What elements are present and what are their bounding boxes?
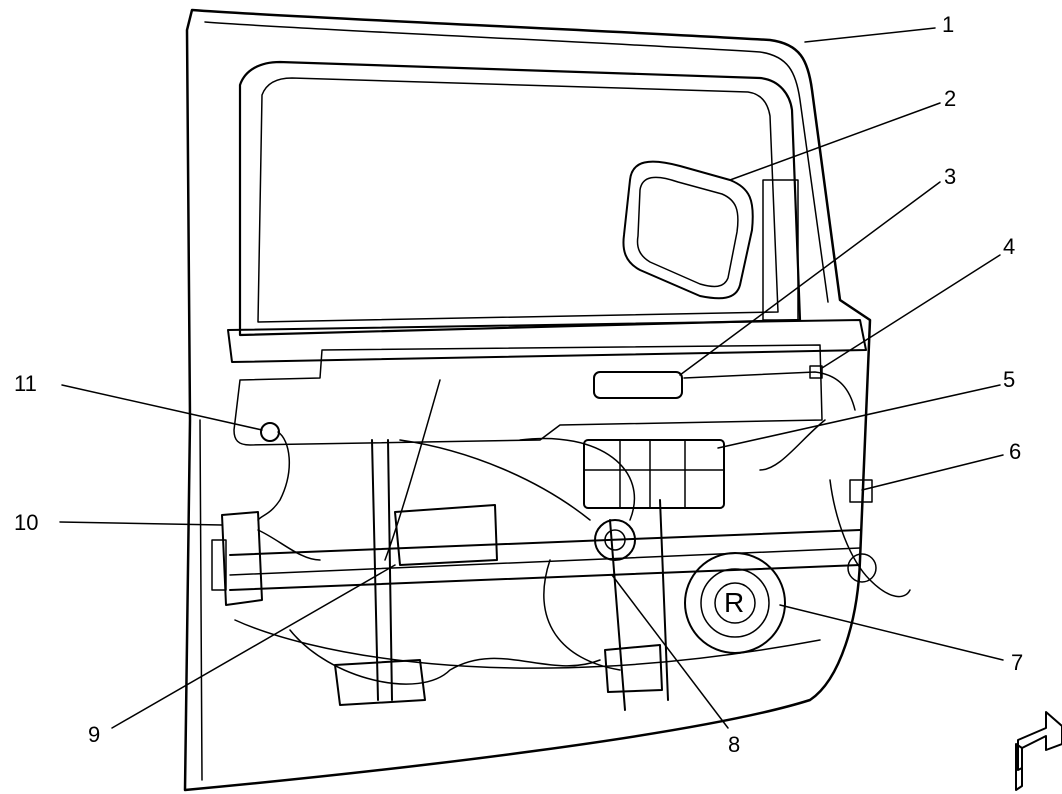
speaker-r-badge: R: [724, 587, 745, 618]
callout-1: 1: [942, 12, 955, 37]
callout-3: 3: [944, 164, 957, 189]
callout-2: 2: [944, 86, 957, 111]
callout-10: 10: [14, 510, 39, 535]
callout-6: 6: [1009, 439, 1022, 464]
callout-7: 7: [1011, 650, 1024, 675]
callout-5: 5: [1003, 367, 1016, 392]
callout-4: 4: [1003, 234, 1016, 259]
callout-9: 9: [88, 722, 101, 747]
callout-8: 8: [728, 732, 741, 757]
callout-11: 11: [14, 371, 37, 396]
